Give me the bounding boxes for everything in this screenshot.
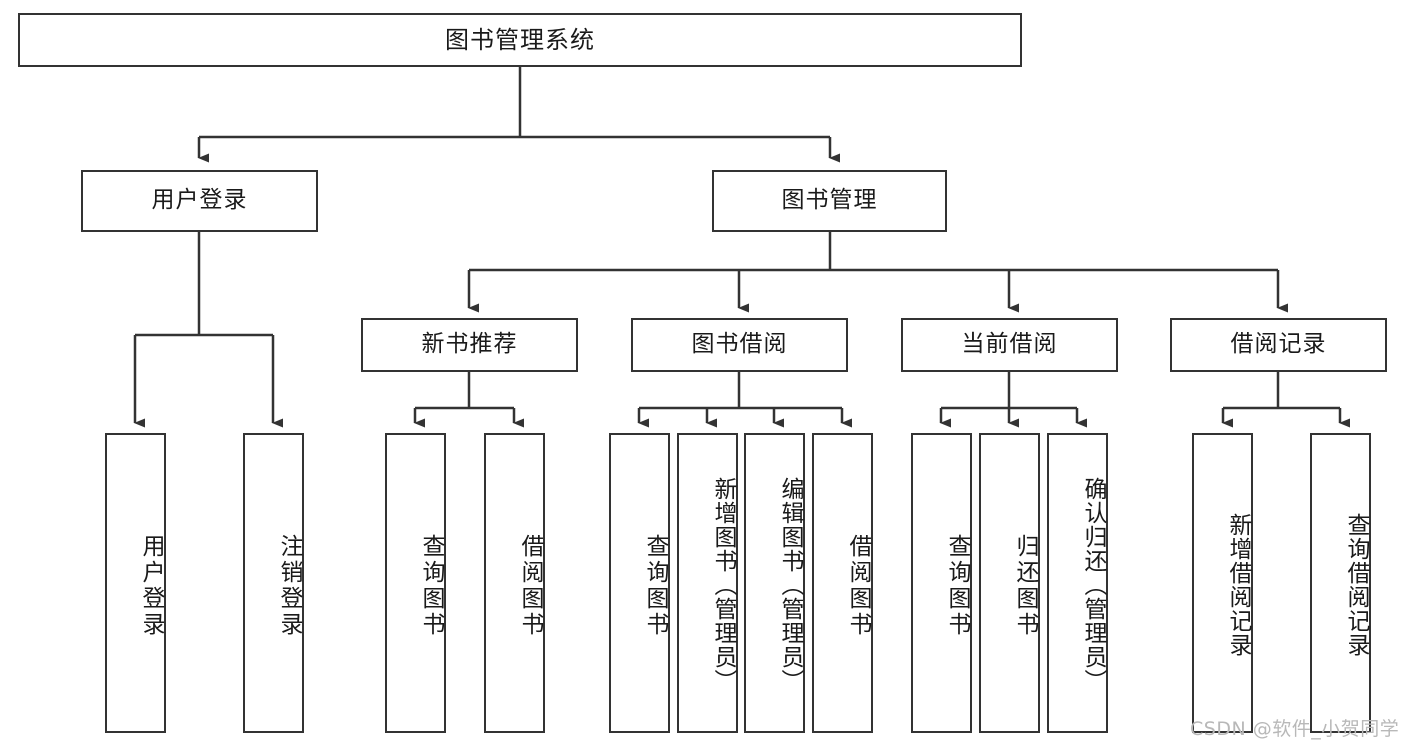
node-user-login[interactable]: 用户登录 <box>81 170 318 232</box>
node-leaf-user-login[interactable]: 用户登录 <box>105 433 166 733</box>
node-leaf-add-book[interactable]: 新增图书（管理员） <box>677 433 738 733</box>
node-leaf-query-record[interactable]: 查询借阅记录 <box>1310 433 1371 733</box>
node-leaf-query-book-1[interactable]: 查询图书 <box>385 433 446 733</box>
node-leaf-borrow-book-2[interactable]: 借阅图书 <box>812 433 873 733</box>
node-book-borrow[interactable]: 图书借阅 <box>631 318 848 372</box>
csdn-watermark: CSDN @软件_小贺同学 <box>1190 718 1400 740</box>
node-leaf-borrow-book-1[interactable]: 借阅图书 <box>484 433 545 733</box>
node-leaf-return-book[interactable]: 归还图书 <box>979 433 1040 733</box>
node-leaf-query-book-2[interactable]: 查询图书 <box>609 433 670 733</box>
node-leaf-logout[interactable]: 注销登录 <box>243 433 304 733</box>
node-leaf-query-book-3[interactable]: 查询图书 <box>911 433 972 733</box>
node-leaf-confirm-return[interactable]: 确认归还（管理员） <box>1047 433 1108 733</box>
node-new-book-recommend[interactable]: 新书推荐 <box>361 318 578 372</box>
node-leaf-edit-book[interactable]: 编辑图书（管理员） <box>744 433 805 733</box>
node-book-manage[interactable]: 图书管理 <box>712 170 947 232</box>
node-root-system[interactable]: 图书管理系统 <box>18 13 1022 67</box>
node-borrow-record[interactable]: 借阅记录 <box>1170 318 1387 372</box>
node-current-borrow[interactable]: 当前借阅 <box>901 318 1118 372</box>
node-leaf-add-record[interactable]: 新增借阅记录 <box>1192 433 1253 733</box>
